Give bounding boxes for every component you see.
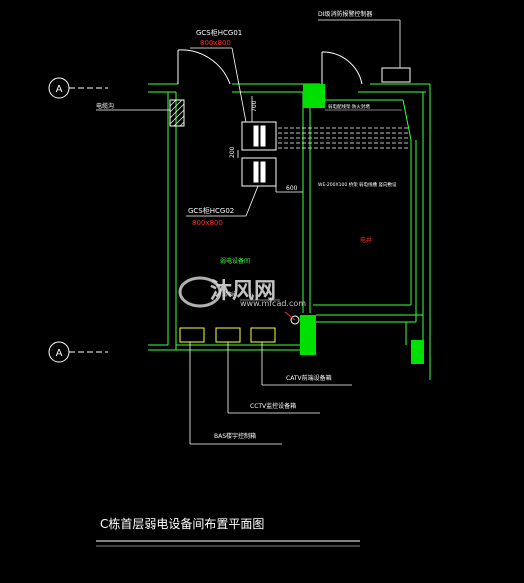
axis-label-bottom: A [56, 348, 63, 359]
leader-gcs2 [245, 185, 259, 217]
label-top-right-device: DI级消防报警控制器 [318, 10, 372, 18]
label-catv: CATV前端设备箱 [286, 374, 332, 382]
dim-700: 700 [251, 100, 258, 112]
axis-label-top: A [56, 84, 63, 95]
grid-axis-top: A [48, 77, 108, 99]
leaders-bottom [189, 342, 352, 445]
label-bas: BAS楼宇控制箱 [214, 432, 256, 440]
gcs2-size: 800x800 [192, 219, 223, 227]
door-top-left [177, 49, 231, 85]
outlet-symbol [290, 315, 300, 325]
device-box-top-right [381, 67, 411, 83]
dim-600: 600 [286, 185, 298, 192]
dim-200: 200 [229, 146, 236, 158]
page-title: C栋首层弱电设备间布置平面图 [100, 516, 264, 531]
cabinet-gcs-02 [241, 157, 277, 187]
cable-tray [278, 127, 408, 149]
column-bottom-right [411, 340, 424, 364]
column-bottom-middle [300, 315, 316, 355]
label-right-note-1: 弱电配线架 防火封堵 [328, 103, 370, 110]
box-bas [179, 327, 205, 343]
watermark-brand: 沐风网 [210, 279, 276, 304]
cabinet-gcs-01 [241, 121, 277, 151]
gcs1-name: GCS柜HCG01 [196, 28, 242, 37]
leader-gcs1 [231, 47, 247, 123]
door-top-right [321, 51, 363, 85]
label-room-green: 弱电设备间 [220, 257, 250, 265]
gcs1-size: 800x800 [200, 39, 231, 47]
red-leader [284, 311, 296, 321]
watermark: 沐风网 www.mfcad.com [178, 276, 306, 308]
column-top-middle [303, 84, 325, 108]
label-left-wall: 电缆沟 [96, 102, 114, 110]
walls [148, 83, 431, 380]
label-right-note-2: WE-200X100 桥架 弱电线槽 竖向敷设 [318, 181, 397, 188]
label-room-sub: 弱电间 [222, 291, 237, 298]
grid-axis-bottom: A [48, 341, 108, 363]
label-cctv: CCTV监控设备箱 [250, 402, 296, 410]
watermark-url: www.mfcad.com [240, 299, 306, 308]
label-shaft: 电井 [360, 236, 372, 244]
dimension-lines [237, 96, 303, 193]
gcs2-name: GCS柜HCG02 [188, 206, 234, 215]
box-cctv [215, 327, 241, 343]
hatched-wall-block [169, 99, 185, 127]
box-catv [250, 327, 276, 343]
